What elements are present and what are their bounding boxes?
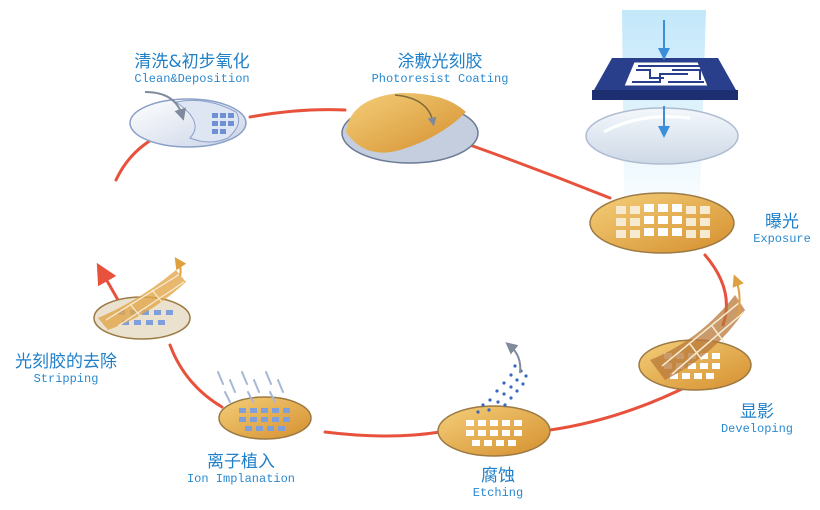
step-label-developing: 显影 Developing [712, 402, 802, 436]
step-label-en: Photoresist Coating [371, 72, 509, 86]
wafer-developing [638, 274, 752, 391]
wafer-exposure [589, 192, 735, 254]
step-label-zh: 清洗&初步氧化 [134, 52, 250, 72]
wafer-stripping [93, 257, 191, 340]
cycle-arc-ion-to-stripping [168, 343, 224, 409]
step-label-en: Developing [720, 422, 793, 436]
step-label-stripping: 光刻胶的去除 Stripping [6, 352, 126, 386]
wafer-photoresist-coating [341, 92, 479, 164]
step-label-en: Exposure [753, 232, 811, 246]
wafer-etching [437, 342, 551, 457]
cycle-path [96, 108, 728, 438]
step-label-zh: 光刻胶的去除 [15, 352, 117, 372]
step-label-clean-deposition: 清洗&初步氧化 Clean&Deposition [122, 52, 262, 86]
step-label-en: Clean&Deposition [134, 72, 250, 86]
step-label-exposure: 曝光 Exposure [747, 212, 817, 246]
cycle-arc-clean-to-coating [248, 108, 347, 119]
wafer-ion-implantation [217, 371, 312, 440]
step-label-zh: 涂敷光刻胶 [397, 52, 483, 72]
step-label-zh: 显影 [740, 402, 774, 422]
step-label-en: Ion Implanation [186, 472, 296, 486]
cycle-arc-coating-to-exposure [468, 143, 612, 200]
step-label-etching: 腐蚀 Etching [458, 466, 538, 500]
step-label-photoresist-coating: 涂敷光刻胶 Photoresist Coating [360, 52, 520, 86]
step-label-en: Stripping [33, 372, 99, 386]
step-label-en: Etching [472, 486, 524, 500]
step-label-zh: 腐蚀 [481, 466, 515, 486]
cycle-arc-developing-to-etching [548, 383, 692, 432]
step-label-zh: 离子植入 [207, 452, 275, 472]
step-label-zh: 曝光 [765, 212, 799, 232]
wafer-clean-deposition [129, 91, 247, 148]
cycle-arrow-up [96, 262, 120, 302]
cycle-arc-etching-to-ion [323, 430, 442, 438]
exposure-apparatus [585, 10, 739, 198]
step-label-ion-implantation: 离子植入 Ion Implanation [176, 452, 306, 486]
